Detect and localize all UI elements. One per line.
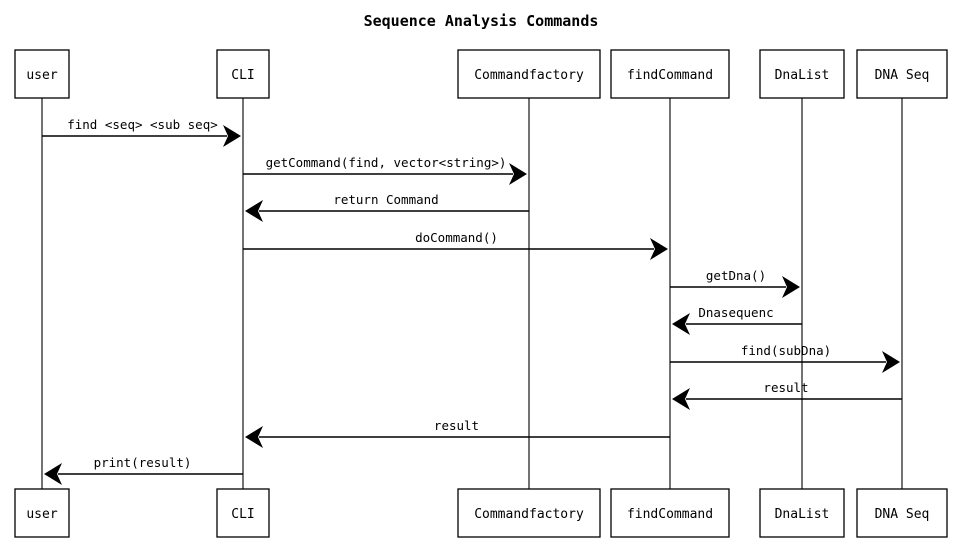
arrowhead-icon — [44, 463, 62, 485]
participant-label: DNA Seq — [875, 68, 930, 83]
participant-box — [610, 49, 730, 99]
arrowhead-icon — [245, 426, 263, 448]
arrowhead-icon — [650, 238, 668, 260]
arrowhead-icon — [672, 388, 690, 410]
participant-top-dnaseq: DNA Seq — [856, 49, 948, 99]
message-label: result — [763, 380, 808, 395]
participant-box — [856, 49, 948, 99]
diagram-title: Sequence Analysis Commands — [364, 12, 599, 30]
message-5: getDna() — [670, 268, 800, 298]
participant-bottom-dnalist: DnaList — [759, 488, 845, 538]
arrowhead-icon — [223, 125, 241, 147]
participant-bottom-dnaseq: DNA Seq — [856, 488, 948, 538]
participant-label: findCommand — [627, 68, 713, 83]
message-label: Dnasequenc — [698, 305, 773, 320]
participant-label: DNA Seq — [875, 507, 930, 522]
arrowhead-icon — [509, 163, 527, 185]
participant-top-find: findCommand — [610, 49, 730, 99]
participant-bottom-factory: Commandfactory — [457, 488, 601, 538]
participant-label: user — [26, 507, 57, 522]
participant-box — [457, 49, 601, 99]
message-8: result — [672, 380, 902, 410]
participant-top-cli: CLI — [216, 49, 270, 99]
message-6: Dnasequenc — [672, 305, 802, 335]
message-label: doCommand() — [415, 230, 498, 245]
participant-box — [457, 488, 601, 538]
participant-box — [759, 49, 845, 99]
message-1: find <seq> <sub seq> — [42, 117, 241, 147]
arrowhead-icon — [882, 351, 900, 373]
participant-box — [14, 488, 70, 538]
participant-box — [14, 49, 70, 99]
message-10: print(result) — [44, 455, 243, 485]
message-7: find(subDna) — [670, 343, 900, 373]
message-label: find(subDna) — [741, 343, 831, 358]
participant-label: DnaList — [775, 68, 830, 83]
participant-bottom-find: findCommand — [610, 488, 730, 538]
participant-label: CLI — [231, 507, 254, 522]
participant-top-user: user — [14, 49, 70, 99]
arrowhead-icon — [782, 276, 800, 298]
participant-label: DnaList — [775, 507, 830, 522]
participant-box — [216, 49, 270, 99]
participant-label: Commandfactory — [474, 68, 584, 83]
arrowhead-icon — [245, 200, 263, 222]
participant-label: findCommand — [627, 507, 713, 522]
message-3: return Command — [245, 192, 529, 222]
participant-label: CLI — [231, 68, 254, 83]
message-label: getDna() — [706, 268, 766, 283]
participant-box — [610, 488, 730, 538]
message-label: print(result) — [94, 455, 192, 470]
message-label: result — [434, 418, 479, 433]
message-2: getCommand(find, vector<string>) — [243, 155, 527, 185]
participant-top-factory: Commandfactory — [457, 49, 601, 99]
participant-bottom-user: user — [14, 488, 70, 538]
arrowhead-icon — [672, 313, 690, 335]
participant-label: Commandfactory — [474, 507, 584, 522]
participant-bottom-cli: CLI — [216, 488, 270, 538]
message-label: return Command — [333, 192, 438, 207]
message-label: getCommand(find, vector<string>) — [266, 155, 507, 170]
participant-box — [856, 488, 948, 538]
participant-label: user — [26, 68, 57, 83]
message-4: doCommand() — [243, 230, 668, 260]
message-label: find <seq> <sub seq> — [67, 117, 218, 132]
message-9: result — [245, 418, 670, 448]
participant-box — [216, 488, 270, 538]
participant-box — [759, 488, 845, 538]
participant-top-dnalist: DnaList — [759, 49, 845, 99]
